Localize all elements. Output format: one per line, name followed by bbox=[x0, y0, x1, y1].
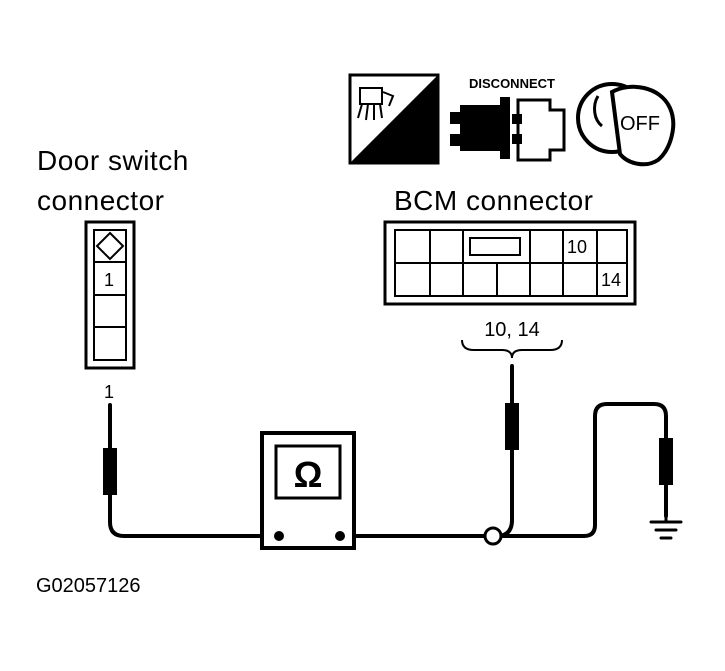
bcm-pin-10: 10 bbox=[567, 237, 587, 257]
probe-left bbox=[103, 448, 117, 495]
door-switch-title-line1: Door switch bbox=[37, 145, 189, 176]
figure-code: G02057126 bbox=[36, 575, 141, 597]
diamond-mark-icon bbox=[95, 231, 125, 261]
probe-ground bbox=[659, 438, 673, 485]
door-switch-connector: 1 bbox=[84, 220, 136, 370]
door-switch-title-line2: connector bbox=[37, 185, 164, 216]
bcm-pin-14: 14 bbox=[601, 270, 621, 290]
bcm-lock-tab bbox=[469, 237, 521, 256]
ohm-symbol-icon: Ω bbox=[294, 454, 323, 495]
wire-junction bbox=[483, 526, 503, 546]
bcm-connector-title: BCM connector bbox=[394, 185, 593, 216]
door-switch-cavity-1: 1 bbox=[104, 270, 114, 290]
disconnect-label: DISCONNECT bbox=[469, 76, 555, 91]
circuit-wires bbox=[108, 364, 668, 538]
disconnect-icon: DISCONNECT bbox=[450, 76, 566, 162]
meter-terminal-right bbox=[335, 531, 345, 541]
ignition-off-label: OFF bbox=[620, 113, 660, 135]
probe-bcm bbox=[505, 403, 519, 450]
bcm-connector: 10 14 bbox=[383, 220, 637, 306]
bcm-probe-pins: 10, 14 bbox=[484, 319, 540, 341]
ignition-off-icon: OFF bbox=[576, 82, 676, 167]
harness-side-label: H.S. bbox=[394, 140, 431, 161]
bcm-brace bbox=[461, 339, 563, 359]
door-switch-probe-pin: 1 bbox=[104, 382, 114, 402]
ohmmeter: Ω bbox=[260, 431, 356, 550]
ground-icon bbox=[649, 514, 683, 540]
harness-side-icon: H.S. bbox=[348, 73, 440, 165]
meter-terminal-left bbox=[274, 531, 284, 541]
